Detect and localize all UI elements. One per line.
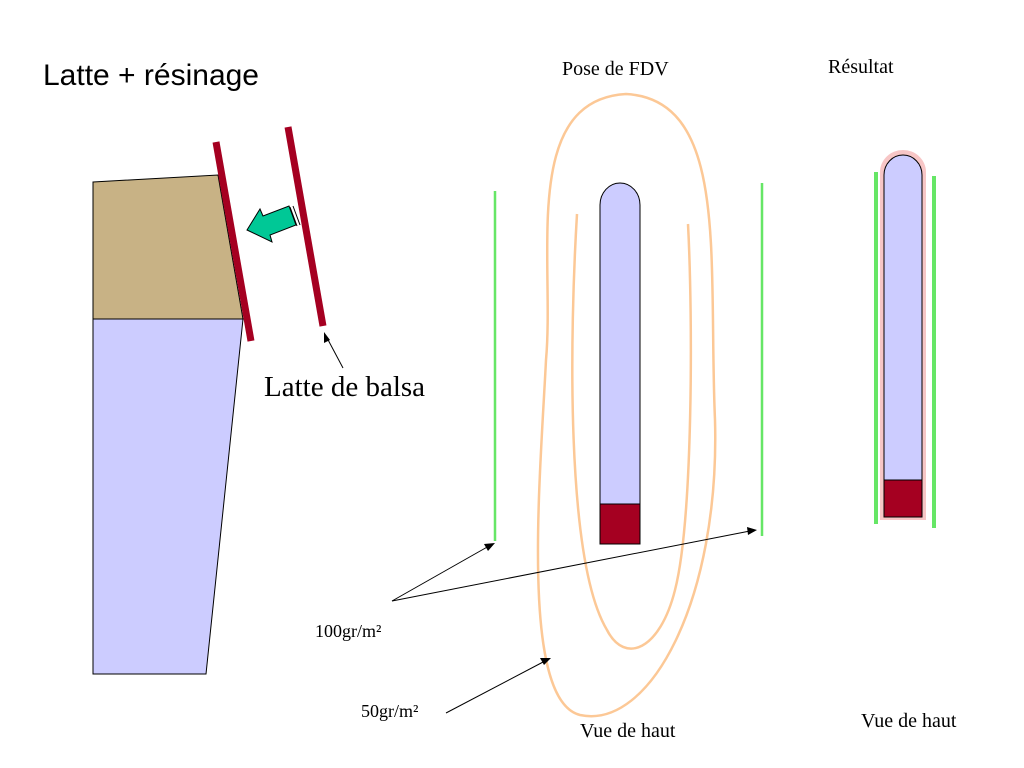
slide-title: Latte + résinage: [43, 59, 259, 92]
label-latte-de-balsa: Latte de balsa: [264, 371, 426, 403]
glass-50-inner-wrap: [571, 213, 693, 650]
balsa-pointer-arrow: [324, 332, 344, 369]
label-resultat: Résultat: [828, 56, 894, 78]
wood-block-section: [92, 174, 244, 320]
profile-top-view-result: [883, 154, 923, 481]
label-pose-de-fdv: Pose de FDV: [562, 58, 669, 80]
balsa-strip-glued: [212, 141, 255, 342]
foam-core-section: [92, 318, 244, 675]
glass-50-outer-wrap: [536, 92, 717, 718]
balsa-top-view-result: [883, 479, 923, 518]
apply-arrow-icon: [246, 205, 301, 243]
label-vue-de-haut-middle: Vue de haut: [580, 720, 676, 742]
weight-100-pointers: [391, 527, 757, 602]
label-weight-100: 100gr/m²: [315, 621, 382, 641]
weight-50-pointer: [445, 658, 551, 714]
profile-top-view-middle: [599, 182, 641, 505]
label-weight-50: 50gr/m²: [361, 701, 419, 721]
balsa-top-view-middle: [599, 503, 641, 545]
label-vue-de-haut-right: Vue de haut: [861, 710, 957, 732]
balsa-strip-loose: [284, 126, 327, 327]
